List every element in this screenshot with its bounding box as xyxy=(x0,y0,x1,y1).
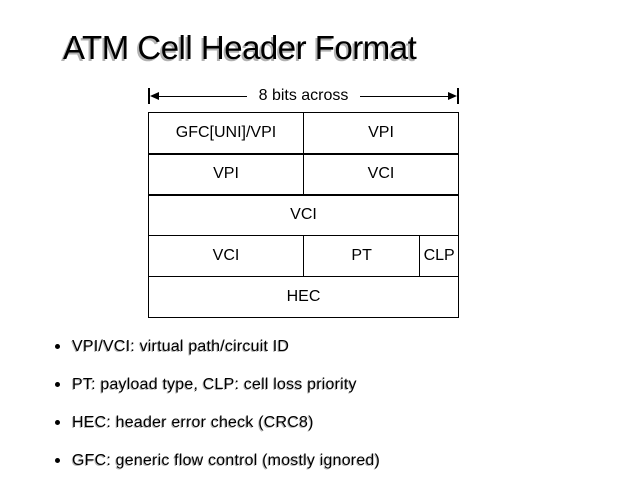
cell-hec: HEC xyxy=(148,276,459,318)
bullet-dot-icon xyxy=(55,420,60,425)
bullet-text: HEC: header error check (CRC8) xyxy=(72,413,314,431)
cell-gfc-uni-vpi: GFC[UNI]/VPI xyxy=(148,112,304,155)
cell-vci-low: VCI xyxy=(148,235,304,277)
bullet-list: VPI/VCI: virtual path/circuit ID PT: pay… xyxy=(55,336,380,480)
table-row: VPI VCI xyxy=(148,153,459,196)
bullet-text: GFC: generic flow control (mostly ignore… xyxy=(72,451,381,469)
table-row: VCI xyxy=(148,194,459,236)
slide-title: ATM Cell Header Format xyxy=(63,29,417,66)
cell-vpi-high: VPI xyxy=(303,112,459,155)
cell-clp: CLP xyxy=(419,235,459,277)
cell-vpi-low: VPI xyxy=(148,153,304,196)
bullet-dot-icon xyxy=(55,458,60,463)
bullet-text: VPI/VCI: virtual path/circuit ID xyxy=(72,337,290,355)
list-item: GFC: generic flow control (mostly ignore… xyxy=(55,450,380,471)
list-item: HEC: header error check (CRC8) xyxy=(55,412,380,433)
table-row: VCI PT CLP xyxy=(148,235,459,277)
arrowhead-left-icon xyxy=(150,92,159,100)
arrowhead-right-icon xyxy=(448,92,457,100)
bullet-text: PT: payload type, CLP: cell loss priorit… xyxy=(72,375,357,393)
cell-pt: PT xyxy=(302,235,421,277)
atm-header-table: GFC[UNI]/VPI VPI VPI VCI VCI VCI PT CLP … xyxy=(148,112,459,318)
dimension-end-bar-left xyxy=(148,88,150,104)
dimension-end-bar-right xyxy=(457,88,459,104)
list-item: VPI/VCI: virtual path/circuit ID xyxy=(55,336,380,357)
bullet-dot-icon xyxy=(55,344,60,349)
bit-width-label: 8 bits across xyxy=(258,87,349,104)
table-row: HEC xyxy=(148,276,459,318)
dimension-line-right xyxy=(360,95,448,97)
list-item: PT: payload type, CLP: cell loss priorit… xyxy=(55,374,380,395)
bit-width-dimension-arrow: 8 bits across xyxy=(148,87,459,105)
dimension-line-left xyxy=(159,95,247,97)
cell-vci-high: VCI xyxy=(303,153,459,196)
cell-vci-mid: VCI xyxy=(148,194,459,236)
bullet-dot-icon xyxy=(55,382,60,387)
table-row: GFC[UNI]/VPI VPI xyxy=(148,112,459,155)
